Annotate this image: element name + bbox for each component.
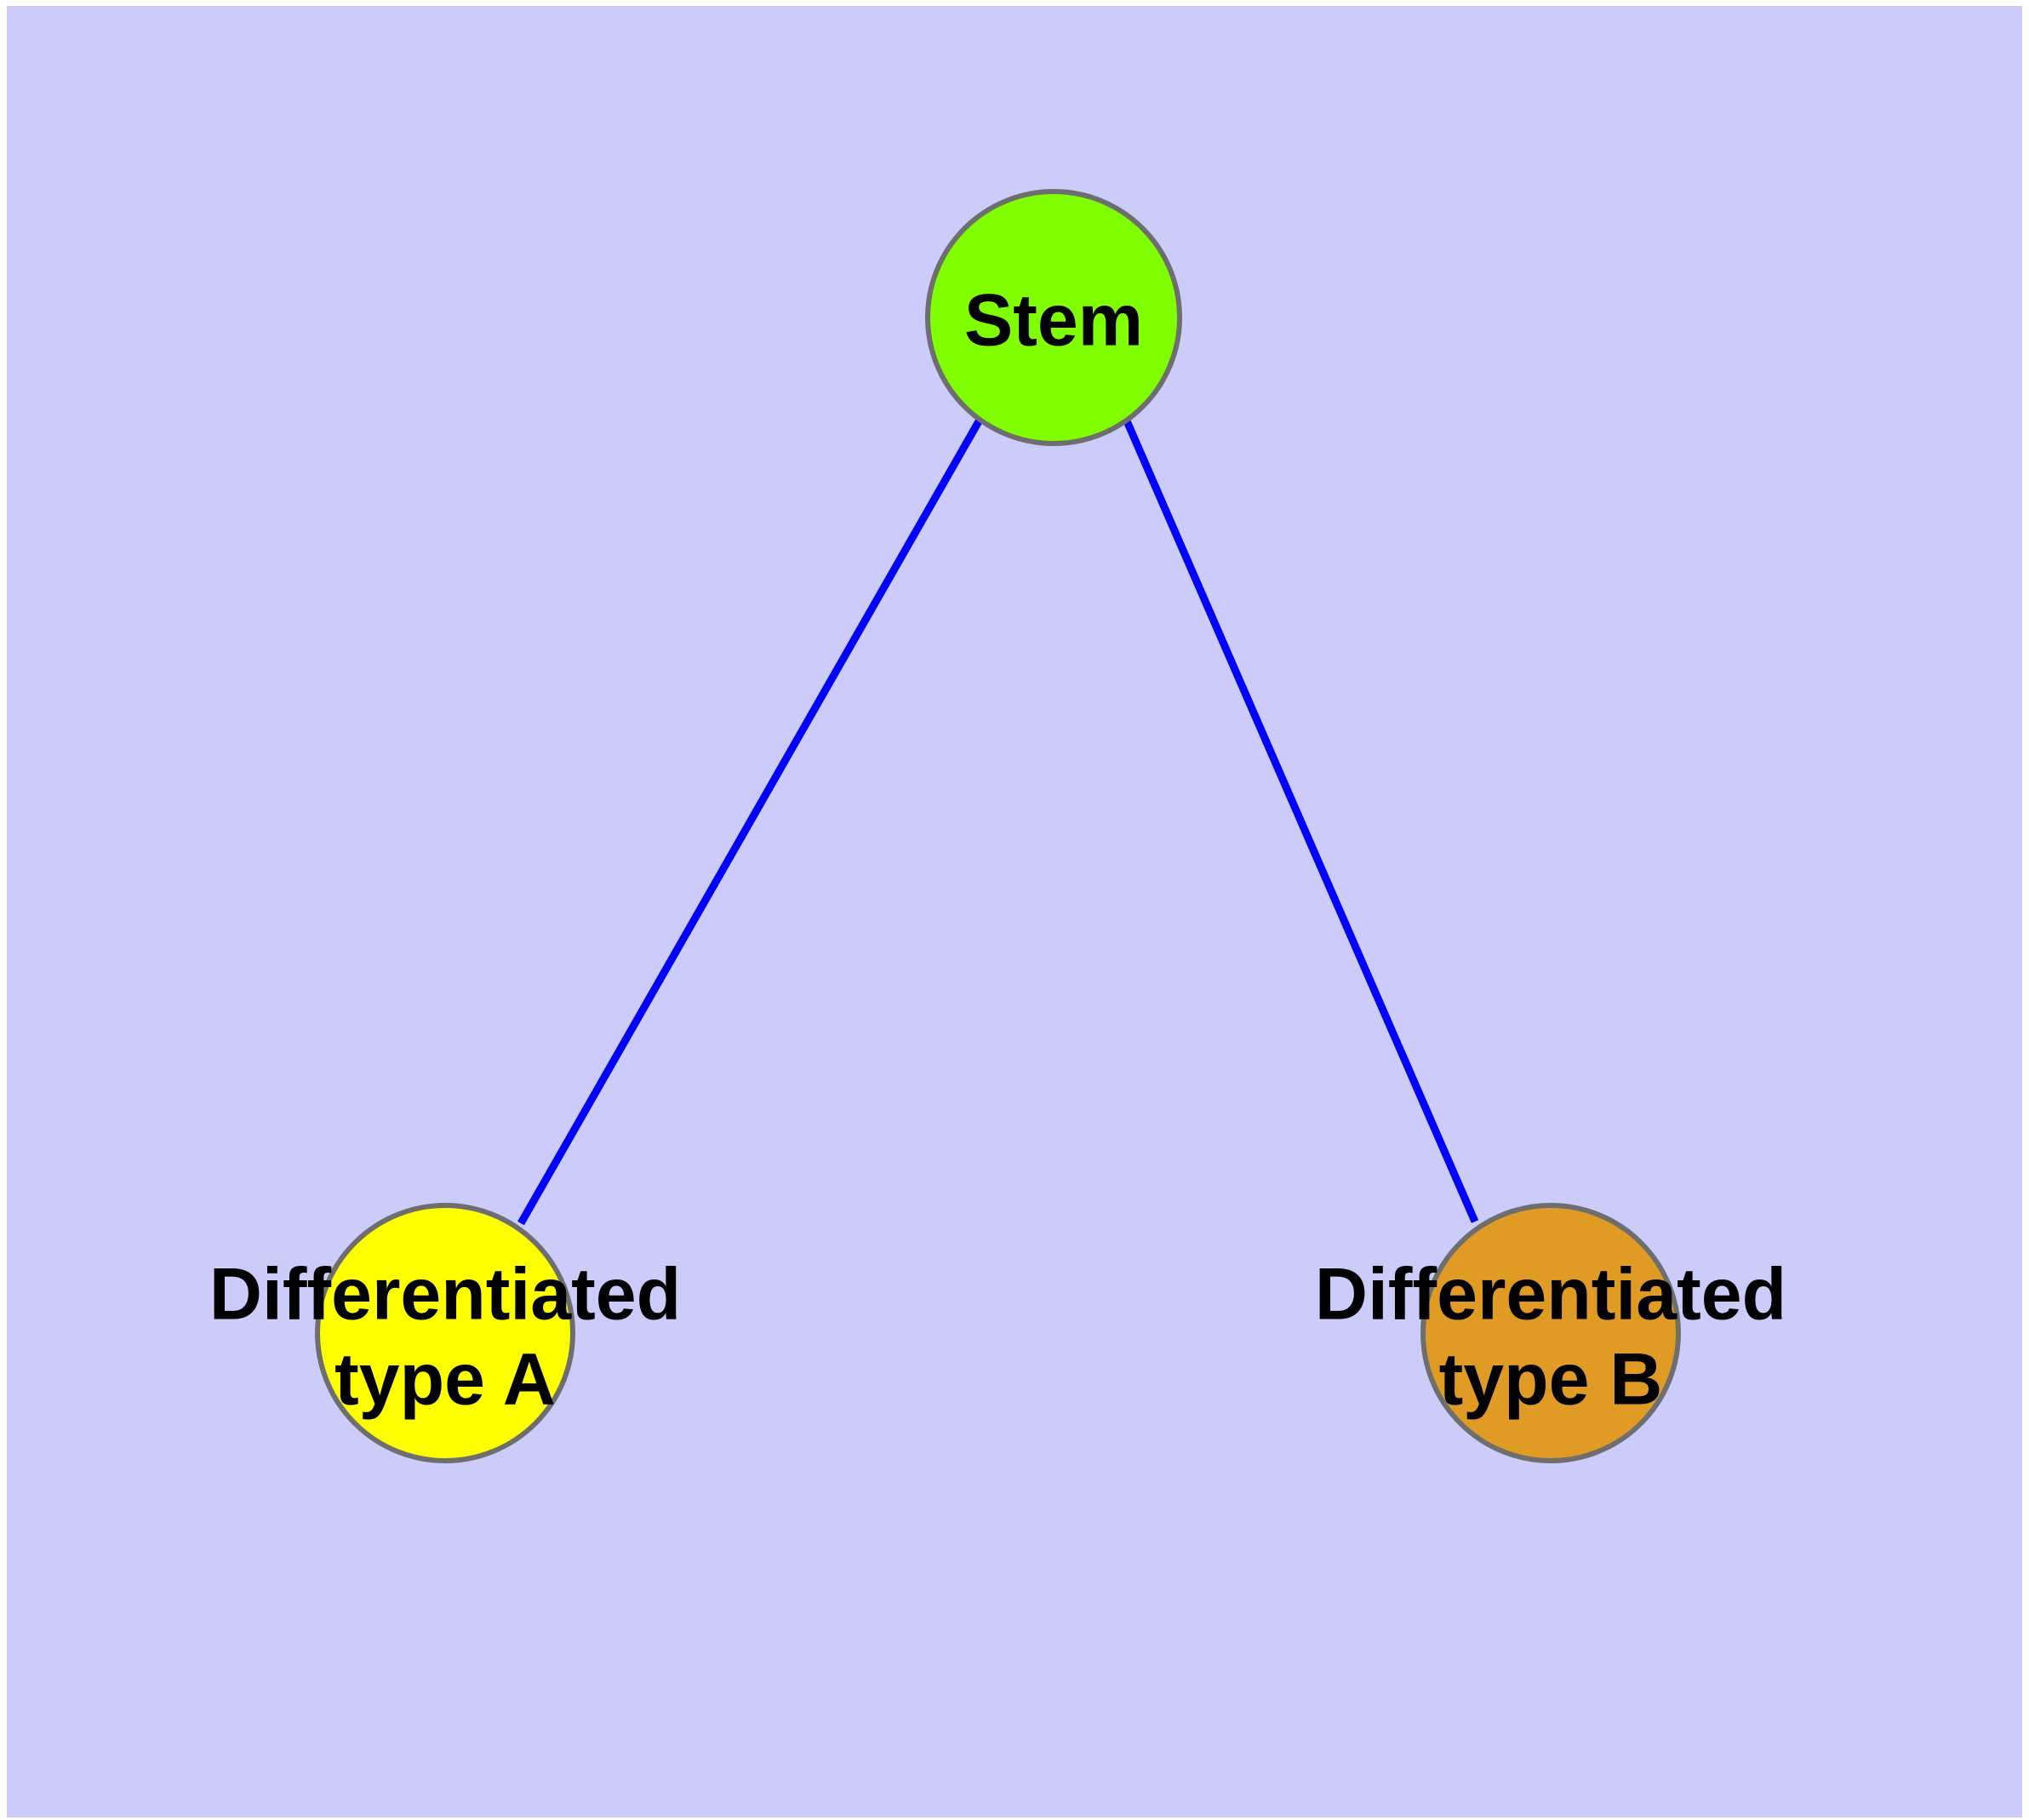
node-stem[interactable]: Stem (925, 189, 1182, 446)
node-differentiated-type-a-label-line2: type A (334, 1339, 556, 1421)
node-group: Stem Differentiated type A Differentiate… (209, 189, 1786, 1463)
node-differentiated-type-a[interactable]: Differentiated type A (209, 1203, 681, 1463)
edge-stem-to-differentiated-type-b[interactable] (1121, 415, 1479, 1223)
edge-stem-to-differentiated-type-a[interactable] (517, 419, 982, 1226)
node-stem-circle[interactable] (925, 189, 1182, 446)
node-differentiated-type-b-circle[interactable] (1420, 1203, 1681, 1463)
edge-group (517, 415, 1479, 1226)
node-differentiated-type-b-label-line1: Differentiated (1315, 1254, 1786, 1336)
node-differentiated-type-b-label-line2: type B (1439, 1339, 1663, 1421)
node-differentiated-type-a-label-line1: Differentiated (209, 1254, 681, 1336)
node-differentiated-type-b[interactable]: Differentiated type B (1315, 1203, 1786, 1463)
node-differentiated-type-a-circle[interactable] (315, 1203, 575, 1463)
node-stem-label: Stem (964, 280, 1143, 362)
